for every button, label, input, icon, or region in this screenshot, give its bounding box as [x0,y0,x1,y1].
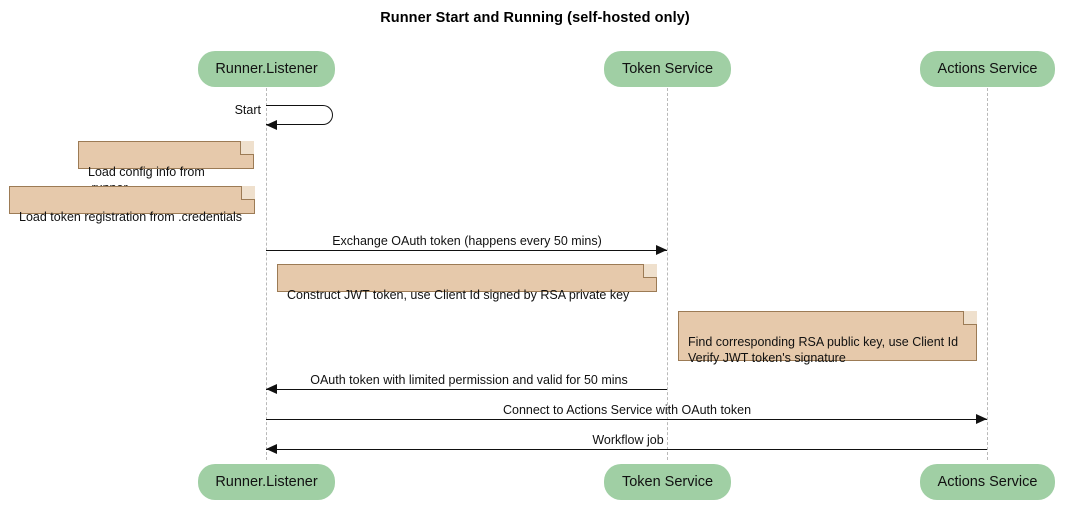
participant-label: Runner.Listener [215,474,318,490]
message-line-oauth-token-response [266,389,667,390]
lifeline-token-service [667,88,668,460]
participant-label: Actions Service [937,61,1038,77]
message-label-exchange-oauth-token: Exchange OAuth token (happens every 50 m… [332,234,602,248]
note-text: Construct JWT token, use Client Id signe… [287,288,630,302]
note-load-token-registration: Load token registration from .credential… [9,186,255,224]
participant-actions-service-top[interactable]: Actions Service [920,51,1055,87]
lifeline-runner-listener [266,88,267,460]
participant-token-service-bottom[interactable]: Token Service [604,464,731,500]
participant-label: Token Service [621,61,714,77]
participant-label: Actions Service [937,474,1038,490]
self-message-start [266,105,333,125]
note-load-config-info: Load config info from .runner [78,141,254,195]
message-label-oauth-token-response: OAuth token with limited permission and … [310,373,628,387]
participant-label: Runner.Listener [215,61,318,77]
message-line-connect-actions-service [266,419,987,420]
arrowhead-workflow-job [266,443,277,454]
message-label-workflow-job: Workflow job [592,433,664,447]
message-label-start: Start [234,103,261,117]
arrowhead-oauth-token-response [266,383,277,394]
participant-runner-listener-bottom[interactable]: Runner.Listener [198,464,335,500]
participant-actions-service-bottom[interactable]: Actions Service [920,464,1055,500]
message-line-exchange-oauth-token [266,250,667,251]
message-label-connect-actions-service: Connect to Actions Service with OAuth to… [502,403,752,417]
note-construct-jwt-token: Construct JWT token, use Client Id signe… [277,264,657,302]
note-text: Find corresponding RSA public key, use C… [688,335,959,365]
page-title: Runner Start and Running (self-hosted on… [380,10,690,26]
arrowhead-connect-actions-service [976,413,987,424]
message-line-workflow-job [266,449,987,450]
note-text: Load token registration from .credential… [19,210,243,224]
participant-label: Token Service [621,474,714,490]
note-verify-jwt-token: Find corresponding RSA public key, use C… [678,311,977,365]
participant-token-service-top[interactable]: Token Service [604,51,731,87]
note-text: Load config info from .runner [88,165,205,195]
arrowhead-exchange-oauth-token [656,244,667,255]
arrowhead-start [266,119,277,130]
lifeline-actions-service [987,88,988,460]
participant-runner-listener-top[interactable]: Runner.Listener [198,51,335,87]
